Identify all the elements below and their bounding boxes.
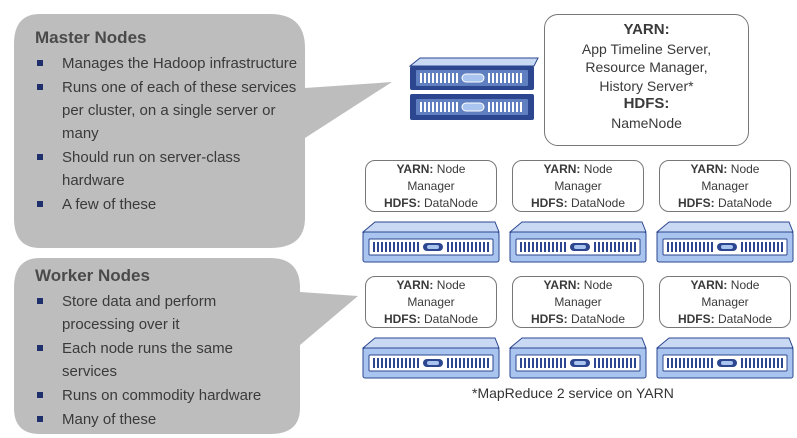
yarn-label: YARN: bbox=[543, 278, 581, 292]
yarn-service: Manager bbox=[554, 179, 602, 193]
bullet-text: A few of these bbox=[62, 196, 157, 213]
hdfs-label: HDFS: bbox=[677, 312, 715, 326]
yarn-service: Resource Manager, bbox=[585, 59, 708, 75]
yarn-service: Manager bbox=[407, 179, 455, 193]
yarn-label: YARN: bbox=[623, 21, 670, 38]
yarn-service: History Server* bbox=[599, 77, 694, 94]
yarn-service: Manager bbox=[701, 295, 749, 309]
master-bullet-list: Manages the Hadoop infrastructure Runs o… bbox=[35, 52, 300, 216]
hdfs-service: DataNode bbox=[714, 196, 773, 210]
worker-bullet-list: Store data and perform processing over i… bbox=[35, 290, 290, 431]
bullet-icon bbox=[37, 60, 43, 66]
hdfs-service: DataNode bbox=[567, 312, 626, 326]
yarn-service: Node bbox=[433, 278, 466, 292]
worker-node-services-box: YARN: Node Manager HDFS: DataNode bbox=[365, 160, 497, 212]
bullet-icon bbox=[37, 345, 43, 351]
yarn-service: Node bbox=[727, 162, 760, 176]
yarn-service: Node bbox=[433, 162, 466, 176]
list-item: Many of these bbox=[35, 408, 290, 431]
hdfs-service: NameNode bbox=[611, 114, 682, 131]
yarn-label: YARN: bbox=[543, 162, 581, 176]
bullet-icon bbox=[37, 416, 43, 422]
hdfs-label: HDFS: bbox=[677, 196, 715, 210]
bullet-text: Runs on commodity hardware bbox=[62, 387, 262, 404]
yarn-service: Manager bbox=[554, 295, 602, 309]
bullet-text: Runs one of each of these services per c… bbox=[62, 79, 297, 142]
yarn-label: YARN: bbox=[690, 278, 728, 292]
worker-node-services-box: YARN: Node Manager HDFS: DataNode bbox=[365, 276, 497, 328]
bullet-text: Store data and perform processing over i… bbox=[62, 293, 217, 333]
footnote: *MapReduce 2 service on YARN bbox=[472, 385, 674, 401]
bullet-icon bbox=[37, 392, 43, 398]
yarn-label: YARN: bbox=[690, 162, 728, 176]
master-nodes-panel: Master Nodes Manages the Hadoop infrastr… bbox=[35, 28, 300, 217]
hdfs-label: HDFS: bbox=[530, 196, 568, 210]
bullet-text: Many of these bbox=[62, 411, 157, 428]
master-server-icon bbox=[408, 57, 539, 120]
hdfs-service: DataNode bbox=[420, 196, 479, 210]
hdfs-service: DataNode bbox=[714, 312, 773, 326]
yarn-label: YARN: bbox=[396, 278, 434, 292]
list-item: Each node runs the same services bbox=[35, 337, 290, 383]
list-item: Manages the Hadoop infrastructure bbox=[35, 52, 300, 75]
hdfs-label: HDFS: bbox=[383, 196, 421, 210]
list-item: Runs one of each of these services per c… bbox=[35, 76, 300, 145]
master-bubble-shape bbox=[14, 14, 392, 248]
worker-nodes-title: Worker Nodes bbox=[35, 266, 150, 285]
list-item: Runs on commodity hardware bbox=[35, 384, 290, 407]
worker-bubble-shape bbox=[14, 258, 358, 434]
bullet-text: Manages the Hadoop infrastructure bbox=[62, 55, 298, 72]
bullet-icon bbox=[37, 154, 43, 160]
list-item: Store data and perform processing over i… bbox=[35, 290, 290, 336]
bullet-icon bbox=[37, 84, 43, 90]
list-item: Should run on server-class hardware bbox=[35, 146, 300, 192]
worker-node-services-box: YARN: Node Manager HDFS: DataNode bbox=[659, 160, 791, 212]
hdfs-label: HDFS: bbox=[623, 95, 670, 112]
bullet-icon bbox=[37, 201, 43, 207]
list-item: A few of these bbox=[35, 193, 300, 216]
yarn-service: Node bbox=[580, 278, 613, 292]
worker-node-services-box: YARN: Node Manager HDFS: DataNode bbox=[512, 276, 644, 328]
hdfs-service: DataNode bbox=[420, 312, 479, 326]
bullet-text: Should run on server-class hardware bbox=[62, 149, 241, 189]
master-services-box: YARN: App Timeline Server, Resource Mana… bbox=[544, 14, 749, 146]
hdfs-label: HDFS: bbox=[530, 312, 568, 326]
hdfs-service: DataNode bbox=[567, 196, 626, 210]
yarn-service: Manager bbox=[701, 179, 749, 193]
worker-node-services-box: YARN: Node Manager HDFS: DataNode bbox=[659, 276, 791, 328]
bullet-icon bbox=[37, 298, 43, 304]
worker-nodes-panel: Worker Nodes Store data and perform proc… bbox=[35, 266, 290, 432]
master-nodes-title: Master Nodes bbox=[35, 28, 147, 47]
yarn-service: Manager bbox=[407, 295, 455, 309]
hdfs-label: HDFS: bbox=[383, 312, 421, 326]
bullet-text: Each node runs the same services bbox=[62, 340, 233, 380]
yarn-label: YARN: bbox=[396, 162, 434, 176]
yarn-service: Node bbox=[727, 278, 760, 292]
yarn-service: Node bbox=[580, 162, 613, 176]
yarn-service: App Timeline Server, bbox=[581, 40, 712, 57]
worker-node-services-box: YARN: Node Manager HDFS: DataNode bbox=[512, 160, 644, 212]
